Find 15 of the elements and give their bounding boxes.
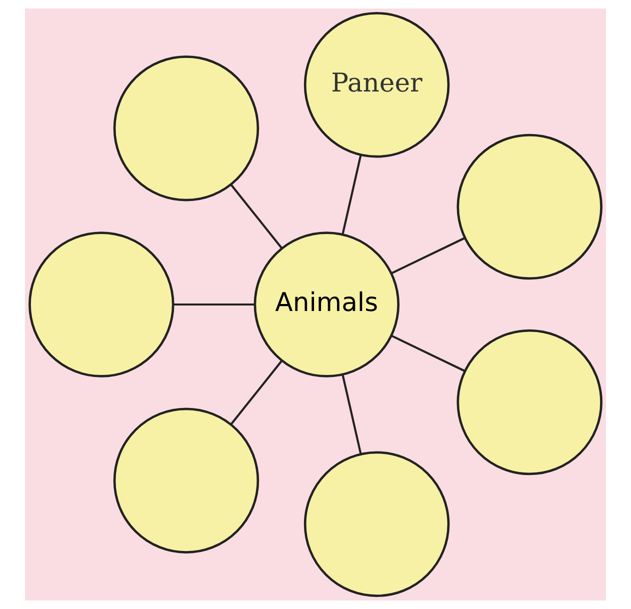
node-circle (456, 134, 602, 280)
connector (342, 154, 362, 235)
node-circle (113, 408, 260, 554)
connector (173, 303, 255, 306)
node-circle (113, 56, 260, 202)
node-circle: Animals (254, 232, 400, 378)
node-circle (304, 451, 450, 597)
connector (230, 184, 283, 249)
node-circle (28, 232, 174, 378)
connector (342, 374, 362, 454)
node-circle: Paneer (304, 12, 450, 158)
connector (230, 360, 283, 425)
connector (390, 334, 466, 372)
connector (390, 237, 466, 274)
node-circle (456, 329, 602, 476)
